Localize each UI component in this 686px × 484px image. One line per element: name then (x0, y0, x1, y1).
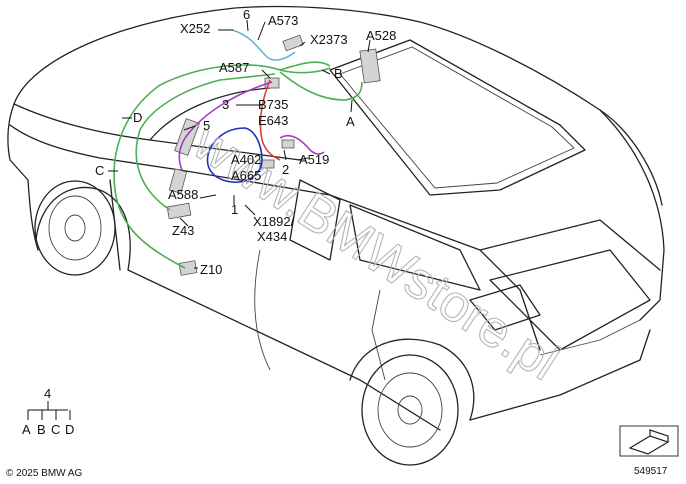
label-a573: A573 (268, 13, 298, 28)
harness-line-purple-2 (279, 134, 325, 155)
label-c: C (95, 163, 104, 178)
label-x252: X252 (180, 21, 210, 36)
car-outline (7, 5, 665, 466)
harness-line-green-a (279, 71, 363, 101)
label-x2373: X2373 (310, 32, 348, 47)
leader-lines (108, 19, 371, 269)
harness-line-green-main (113, 64, 331, 269)
label-d: D (133, 110, 142, 125)
component-rear (259, 159, 275, 169)
harness-line-purple (178, 81, 273, 171)
label-a: A (346, 114, 355, 129)
orientation-icon (619, 425, 679, 457)
legend-letter-d: D (65, 422, 74, 437)
harness-line-green-b (279, 61, 331, 71)
legend-tree: 4 A B C D (22, 386, 74, 437)
label-e643: E643 (258, 113, 288, 128)
label-z43: Z43 (172, 223, 194, 238)
component-z10 (178, 260, 198, 276)
label-x434: X434 (257, 229, 287, 244)
legend-number: 4 (44, 386, 51, 401)
component-z43 (166, 202, 192, 220)
label-2: 2 (282, 162, 289, 177)
label-a528: A528 (366, 28, 396, 43)
label-x1892: X1892/ (253, 214, 295, 229)
wiring-harness (113, 29, 363, 269)
label-5: 5 (203, 118, 210, 133)
component-left-sensor-2 (168, 168, 188, 194)
component-a587 (264, 77, 280, 89)
label-1: 1 (231, 202, 238, 217)
legend-letter-b: B (37, 422, 46, 437)
label-b: B (334, 66, 343, 81)
label-6: 6 (243, 7, 250, 22)
legend-letter-c: C (51, 422, 60, 437)
label-a665: A665 (231, 168, 261, 183)
harness-line-6 (231, 29, 296, 61)
component-a519 (281, 139, 295, 149)
harness-line-red (259, 79, 281, 161)
callout-labels: 6 X252 A573 X2373 A528 A587 B D 3 B735 E… (95, 7, 396, 277)
legend-letter-a: A (22, 422, 31, 437)
label-z10: Z10 (200, 262, 222, 277)
label-b735: B735 (258, 97, 288, 112)
label-a519: A519 (299, 152, 329, 167)
component-x2373 (282, 34, 304, 52)
harness-line-blue (206, 127, 263, 183)
diagram-id: 549517 (634, 466, 668, 477)
component-a528 (359, 48, 381, 84)
label-a587: A587 (219, 60, 249, 75)
label-a402: A402 (231, 152, 261, 167)
harness-line-green-d (135, 73, 276, 211)
label-a588: A588 (168, 187, 198, 202)
copyright-text: © 2025 BMW AG (6, 468, 83, 479)
label-3: 3 (222, 97, 229, 112)
